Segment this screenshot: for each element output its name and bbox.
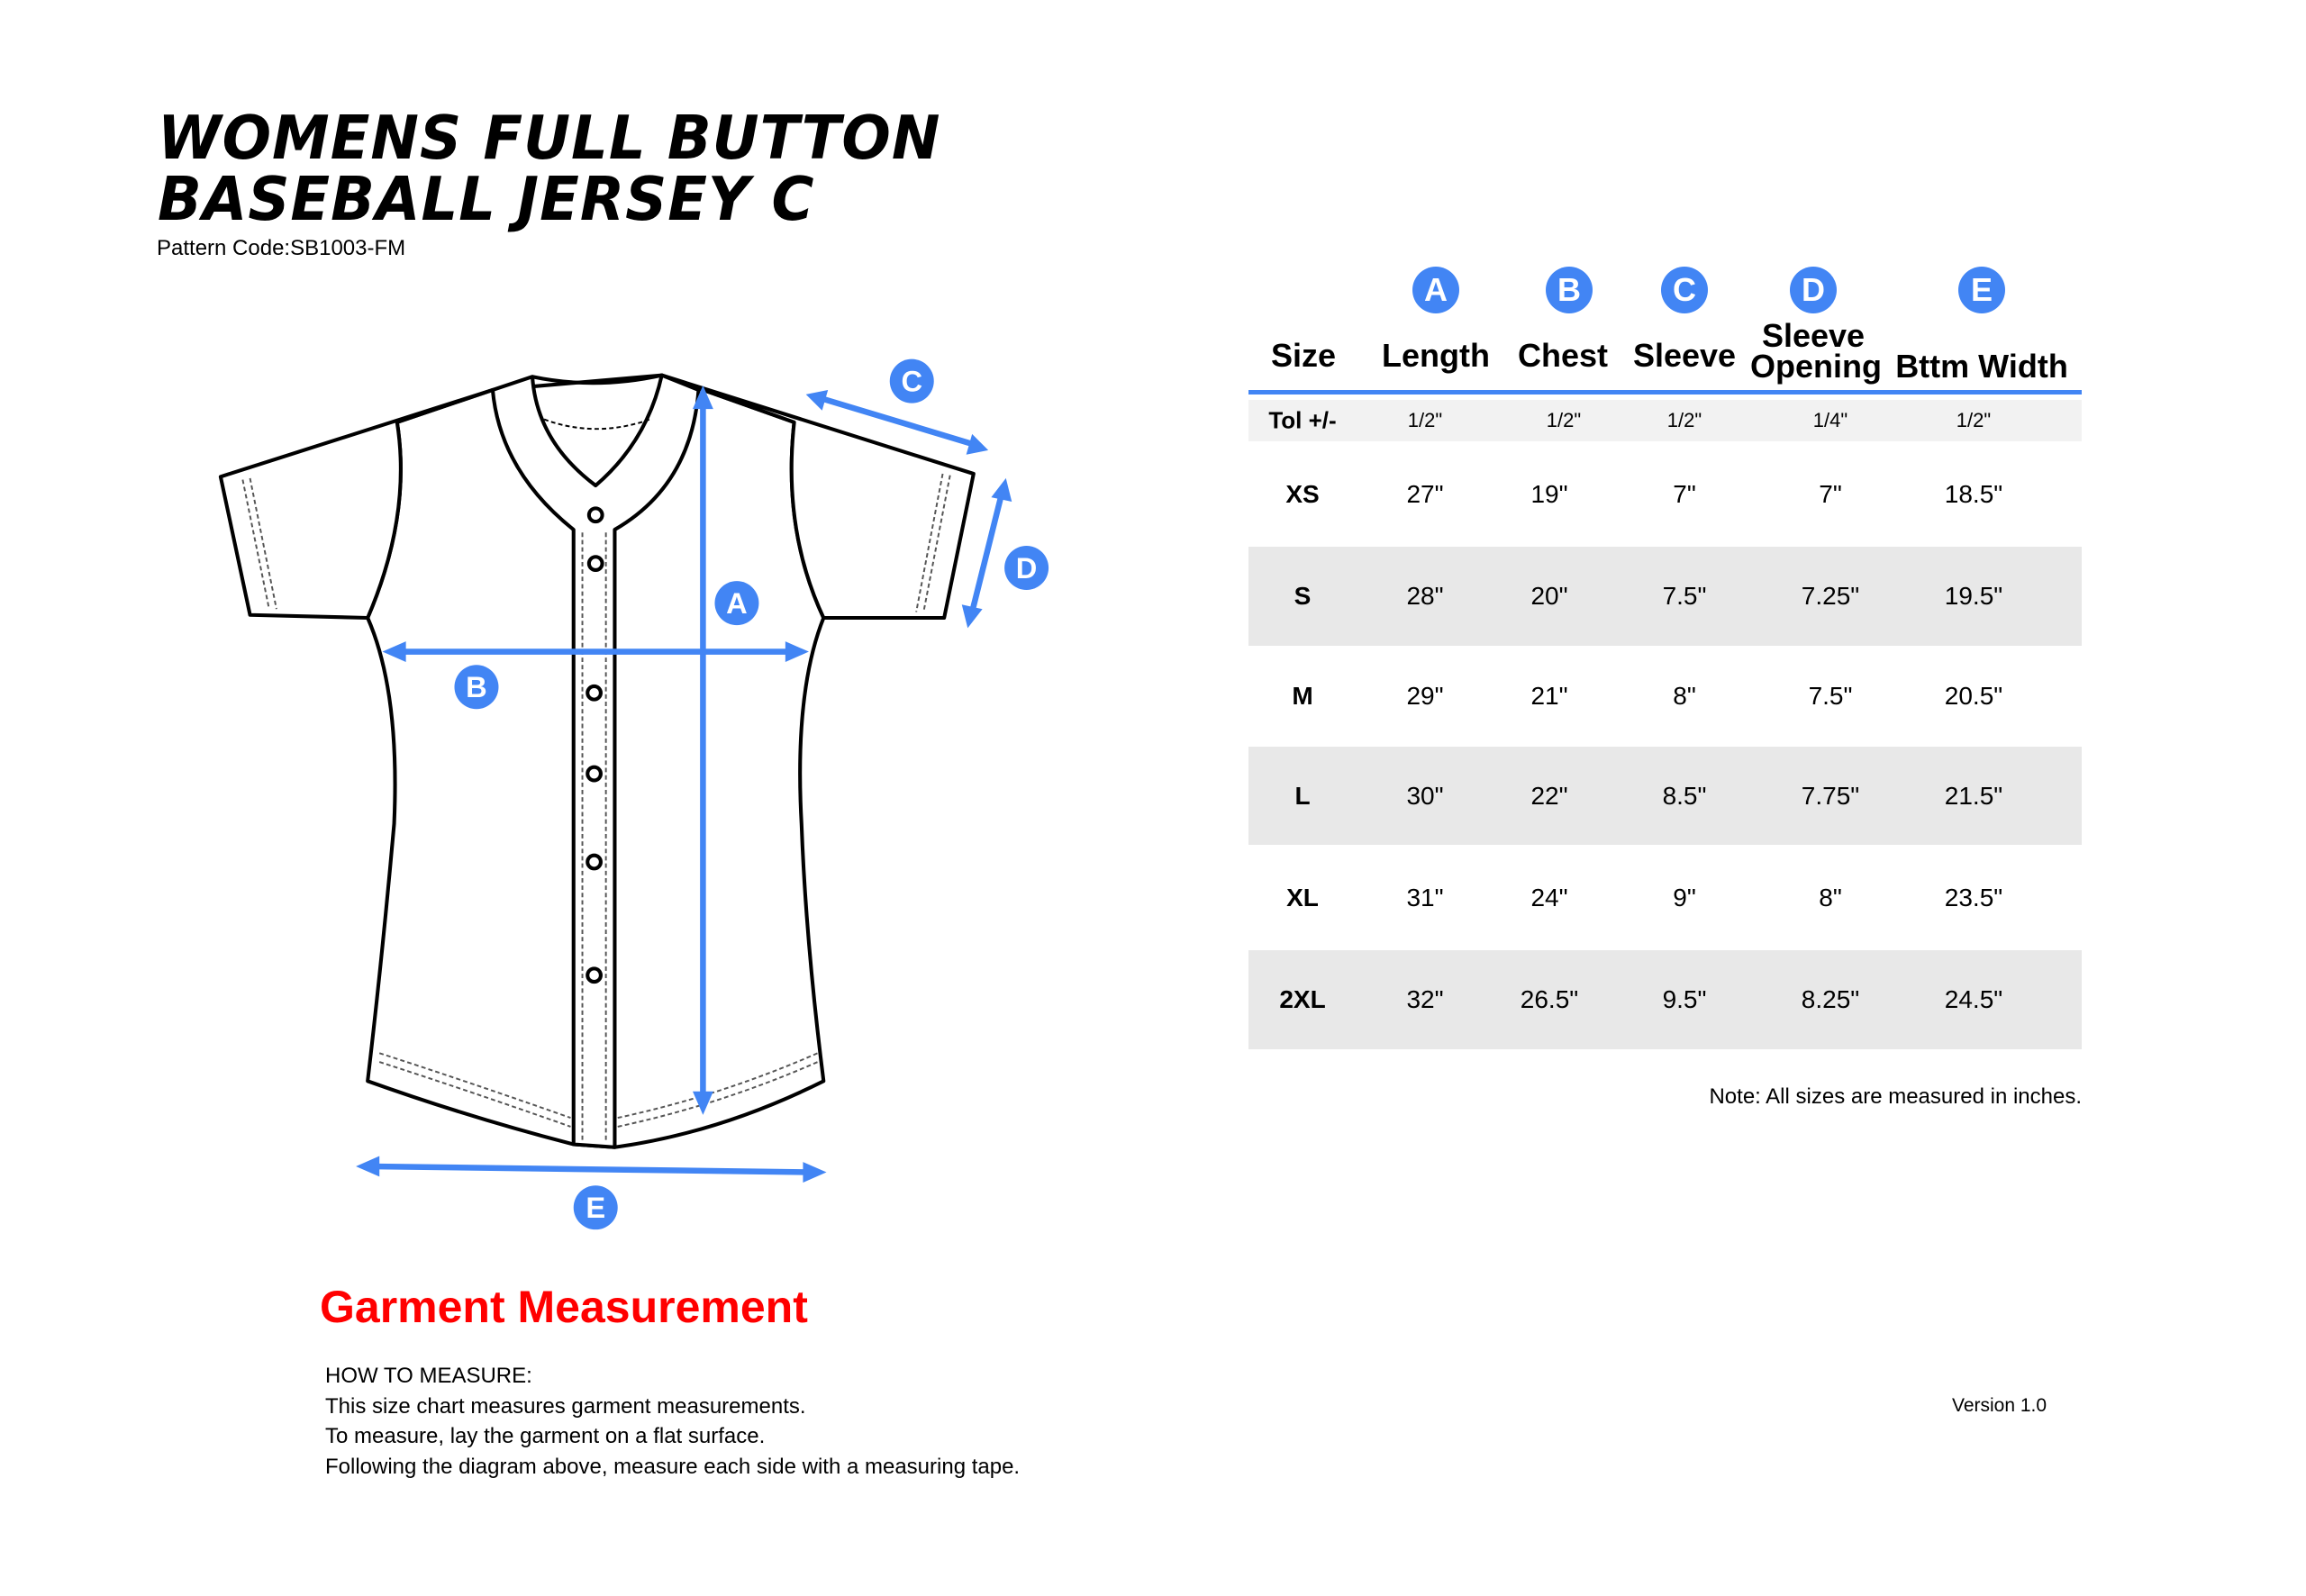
tolerance-row: Tol +/- 1/2" 1/2" 1/2" 1/4" 1/2" xyxy=(1248,400,2082,441)
instructions-line-1: This size chart measures garment measure… xyxy=(325,1394,806,1419)
cell-sleeve-opening: 7.75" xyxy=(1801,781,1860,810)
instructions-line-2: To measure, lay the garment on a flat su… xyxy=(325,1424,766,1448)
tolerance-sleeve-opening: 1/4" xyxy=(1812,409,1848,431)
table-row: S 28" 20" 7.5" 7.25" 19.5" xyxy=(1248,547,2082,646)
header-bttm-width: Bttm Width xyxy=(1895,348,2068,385)
marker-b: B xyxy=(466,670,487,703)
table-row: XL 31" 24" 9" 8" 23.5" xyxy=(1248,845,2082,950)
cell-length: 28" xyxy=(1406,582,1444,610)
table-row: XS 27" 19" 7" 7" 18.5" xyxy=(1248,441,2082,547)
header-size: Size xyxy=(1270,337,1337,374)
cell-sleeve: 8.5" xyxy=(1662,781,1707,810)
cell-bttm-width: 24.5" xyxy=(1944,985,2003,1013)
header-sleeve: Sleeve xyxy=(1632,337,1737,374)
cell-length: 30" xyxy=(1406,781,1444,810)
cell-sleeve: 7" xyxy=(1673,479,1696,508)
table-row: 2XL 32" 26.5" 9.5" 8.25" 24.5" xyxy=(1248,950,2082,1049)
units-note: Note: All sizes are measured in inches. xyxy=(1709,1084,2082,1109)
cell-size: 2XL xyxy=(1279,985,1326,1013)
cell-bttm-width: 18.5" xyxy=(1944,479,2003,508)
cell-sleeve-opening: 8.25" xyxy=(1801,985,1860,1013)
header-divider xyxy=(1248,390,2082,394)
jersey-left-sleeve xyxy=(218,387,495,621)
cell-chest: 22" xyxy=(1530,781,1568,810)
column-marker-b: B xyxy=(1546,267,1593,313)
cell-sleeve: 7.5" xyxy=(1662,582,1707,610)
marker-d: D xyxy=(1016,551,1038,585)
cell-length: 31" xyxy=(1406,883,1444,911)
table-row: M 29" 21" 8" 7.5" 20.5" xyxy=(1248,646,2082,747)
column-marker-a: A xyxy=(1412,267,1459,313)
tolerance-chest: 1/2" xyxy=(1546,409,1582,431)
marker-c: C xyxy=(901,365,922,398)
column-marker-c: C xyxy=(1661,267,1708,313)
cell-bttm-width: 20.5" xyxy=(1944,682,2003,710)
cell-size: L xyxy=(1294,781,1311,810)
cell-chest: 24" xyxy=(1530,883,1568,911)
cell-chest: 20" xyxy=(1530,582,1568,610)
cell-chest: 19" xyxy=(1530,479,1568,508)
pattern-code: Pattern Code:SB1003-FM xyxy=(157,236,406,260)
diagram-markers: A B C D E xyxy=(454,358,1049,1230)
marker-a: A xyxy=(726,586,748,620)
cell-sleeve: 9.5" xyxy=(1662,985,1707,1013)
section-title: Garment Measurement xyxy=(320,1282,808,1332)
cell-length: 27" xyxy=(1406,479,1444,508)
cell-chest: 26.5" xyxy=(1520,985,1579,1013)
buttons xyxy=(586,506,604,984)
cell-bttm-width: 23.5" xyxy=(1944,883,2003,911)
jersey-right-sleeve xyxy=(659,373,976,621)
title-line-2: BASEBALL JERSEY C xyxy=(158,165,815,235)
cell-bttm-width: 21.5" xyxy=(1944,781,2003,810)
instructions-line-3: Following the diagram above, measure eac… xyxy=(325,1455,1021,1479)
marker-e: E xyxy=(586,1191,605,1224)
version-label: Version 1.0 xyxy=(1952,1395,2047,1416)
tolerance-label: Tol +/- xyxy=(1268,406,1337,434)
table-row: L 30" 22" 8.5" 7.75" 21.5" xyxy=(1248,747,2082,845)
cell-size: XL xyxy=(1286,883,1319,911)
column-marker-e: E xyxy=(1958,267,2005,313)
tolerance-sleeve: 1/2" xyxy=(1666,409,1702,431)
tolerance-length: 1/2" xyxy=(1407,409,1443,431)
cell-sleeve-opening: 7.25" xyxy=(1801,582,1860,610)
cell-bttm-width: 19.5" xyxy=(1944,582,2003,610)
cell-size: S xyxy=(1294,582,1312,610)
cell-chest: 21" xyxy=(1530,682,1568,710)
column-marker-d: D xyxy=(1790,267,1837,313)
cell-sleeve-opening: 7.5" xyxy=(1808,682,1853,710)
cell-sleeve-opening: 7" xyxy=(1819,479,1842,508)
tolerance-bttm-width: 1/2" xyxy=(1956,409,1992,431)
cell-sleeve-opening: 8" xyxy=(1819,883,1842,911)
header-chest: Chest xyxy=(1517,337,1609,374)
instructions-heading: HOW TO MEASURE: xyxy=(325,1364,532,1388)
cell-size: XS xyxy=(1285,479,1320,508)
cell-length: 32" xyxy=(1406,985,1444,1013)
cell-size: M xyxy=(1292,682,1313,710)
header-length: Length xyxy=(1382,337,1490,374)
title-line-1: WOMENS FULL BUTTON xyxy=(158,104,941,174)
header-sleeve-opening: Sleeve Opening xyxy=(1750,317,1882,385)
cell-sleeve: 8" xyxy=(1673,682,1696,710)
cell-sleeve: 9" xyxy=(1673,883,1696,911)
cell-length: 29" xyxy=(1406,682,1444,710)
measurement-arrows xyxy=(356,385,1012,1183)
